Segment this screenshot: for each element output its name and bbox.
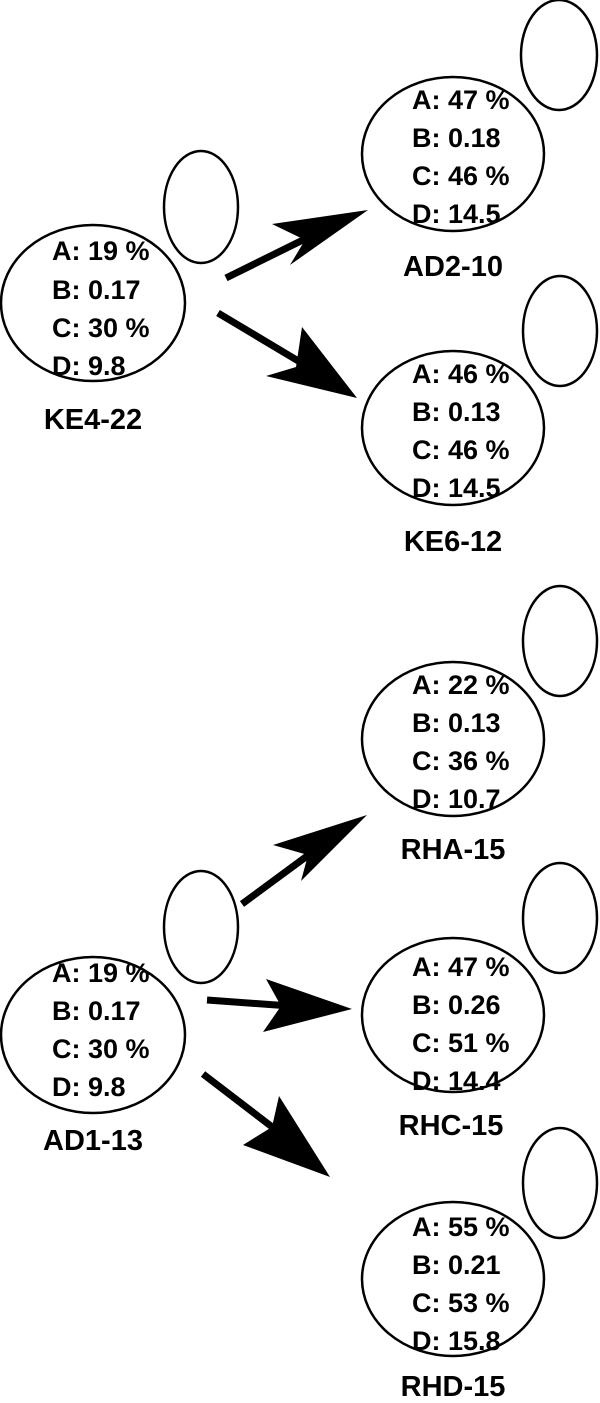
cell-ellipse bbox=[360, 936, 546, 1094]
metric-a: A: 19 % bbox=[52, 958, 150, 988]
metric-a: A: 55 % bbox=[412, 1212, 510, 1242]
metric-c: C: 51 % bbox=[412, 1028, 510, 1058]
metric-c: C: 36 % bbox=[412, 746, 510, 776]
metric-d: D: 14.4 bbox=[412, 1066, 501, 1096]
target-node-ke6-12: A: 46 % B: 0.13 C: 46 % D: 14.5 KE6-12 bbox=[360, 274, 599, 558]
metric-d: D: 15.8 bbox=[412, 1326, 501, 1356]
cell-ellipse bbox=[0, 223, 187, 383]
metric-a: A: 22 % bbox=[412, 670, 510, 700]
metric-a: A: 47 % bbox=[412, 85, 510, 115]
metric-d: D: 10.7 bbox=[412, 784, 501, 814]
group-1: A: 19 % B: 0.17 C: 30 % D: 9.8 KE4-22 A:… bbox=[0, 0, 599, 558]
arrow-ke4-22-to-ke6-12 bbox=[216, 309, 357, 398]
metric-b: B: 0.13 bbox=[412, 708, 501, 738]
bud-ellipse bbox=[521, 861, 599, 975]
metric-a: A: 47 % bbox=[412, 952, 510, 982]
cell-ellipse bbox=[360, 349, 546, 507]
metric-b: B: 0.17 bbox=[52, 275, 141, 305]
cell-ellipse bbox=[360, 1200, 546, 1358]
metric-c: C: 46 % bbox=[412, 435, 510, 465]
metric-d: D: 9.8 bbox=[52, 1072, 126, 1102]
metric-c: C: 30 % bbox=[52, 313, 150, 343]
metric-c: C: 46 % bbox=[412, 161, 510, 191]
cell-ellipse bbox=[360, 660, 546, 818]
node-label: RHD-15 bbox=[401, 1371, 506, 1403]
cell-ellipse bbox=[0, 955, 187, 1115]
source-node-ke4-22: A: 19 % B: 0.17 C: 30 % D: 9.8 KE4-22 bbox=[0, 149, 240, 436]
bud-ellipse bbox=[521, 584, 599, 698]
metric-b: B: 0.17 bbox=[52, 996, 141, 1026]
arrow-ad1-13-to-rha-15 bbox=[239, 815, 367, 907]
target-node-rha-15: A: 22 % B: 0.13 C: 36 % D: 10.7 RHA-15 bbox=[360, 584, 599, 866]
bud-ellipse bbox=[519, 0, 599, 112]
metric-b: B: 0.13 bbox=[412, 397, 501, 427]
node-label: AD2-10 bbox=[403, 251, 503, 283]
metric-b: B: 0.18 bbox=[412, 123, 501, 153]
metric-c: C: 53 % bbox=[412, 1288, 510, 1318]
node-label: AD1-13 bbox=[43, 1125, 143, 1157]
target-node-rhc-15: A: 47 % B: 0.26 C: 51 % D: 14.4 RHC-15 bbox=[360, 861, 599, 1142]
metric-d: D: 14.5 bbox=[412, 473, 501, 503]
group-2: A: 19 % B: 0.17 C: 30 % D: 9.8 AD1-13 A:… bbox=[0, 584, 599, 1403]
bud-ellipse bbox=[162, 149, 240, 265]
metric-d: D: 9.8 bbox=[52, 351, 126, 381]
bud-ellipse bbox=[521, 274, 599, 388]
node-label: KE6-12 bbox=[404, 526, 502, 558]
metric-b: B: 0.26 bbox=[412, 990, 501, 1020]
metric-c: C: 30 % bbox=[52, 1034, 150, 1064]
node-label: KE4-22 bbox=[44, 404, 142, 436]
arrow-ad1-13-to-rhc-15 bbox=[206, 979, 352, 1032]
bud-ellipse bbox=[162, 869, 240, 985]
cell-ellipse bbox=[360, 75, 546, 233]
metric-d: D: 14.5 bbox=[412, 199, 501, 229]
arrow-ke4-22-to-ad2-10 bbox=[224, 210, 368, 282]
target-node-ad2-10: A: 47 % B: 0.18 C: 46 % D: 14.5 AD2-10 bbox=[360, 0, 599, 283]
metric-b: B: 0.21 bbox=[412, 1250, 501, 1280]
node-label: RHA-15 bbox=[401, 834, 506, 866]
bud-ellipse bbox=[521, 1126, 599, 1240]
source-node-ad1-13: A: 19 % B: 0.17 C: 30 % D: 9.8 AD1-13 bbox=[0, 869, 240, 1157]
metric-a: A: 46 % bbox=[412, 359, 510, 389]
metric-a: A: 19 % bbox=[52, 236, 150, 266]
target-node-rhd-15: A: 55 % B: 0.21 C: 53 % D: 15.8 RHD-15 bbox=[360, 1126, 599, 1403]
node-label: RHC-15 bbox=[399, 1110, 504, 1142]
arrow-ad1-13-to-rhd-15 bbox=[200, 1071, 330, 1177]
